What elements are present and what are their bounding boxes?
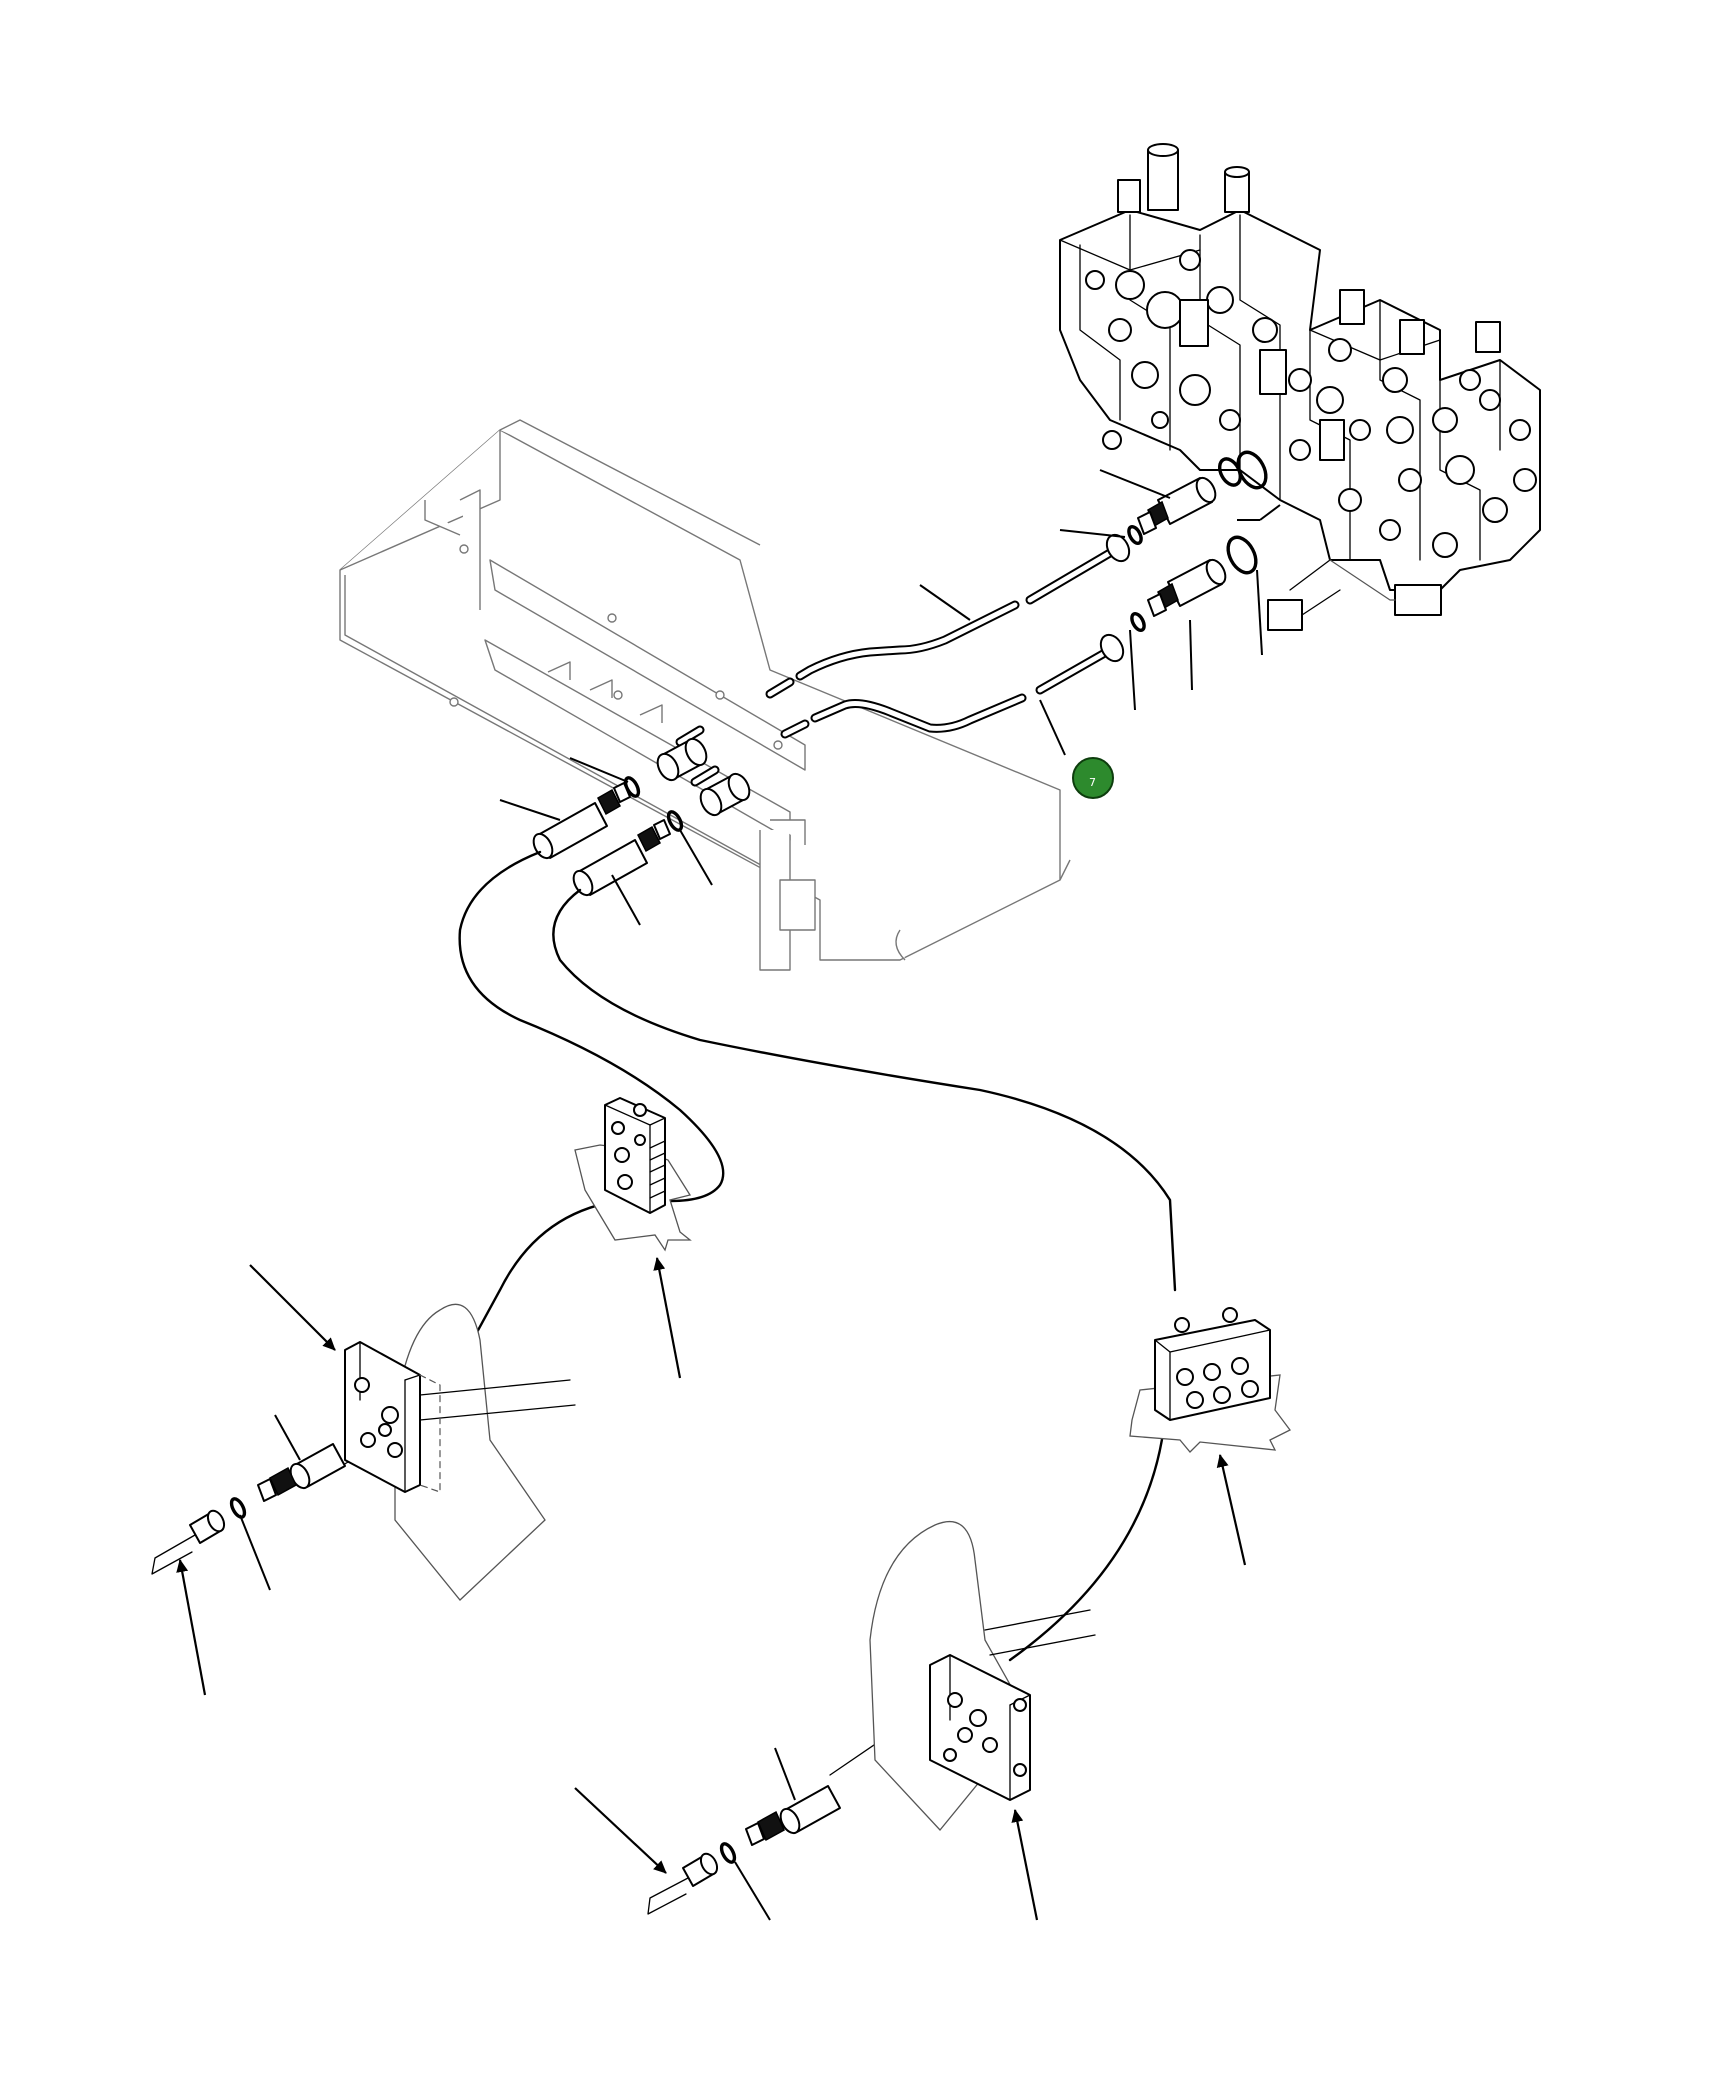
leader-arrow-icon <box>176 1559 207 1696</box>
upper-fittings-group <box>1127 450 1268 632</box>
hose-clamp-icon <box>574 1097 692 1252</box>
callout-circle[interactable] <box>1072 757 1114 799</box>
hoses-group <box>334 850 1177 1776</box>
leader-arrows <box>176 1257 1247 1921</box>
hydraulic-fitting-icon <box>572 819 671 897</box>
leader-arrow-icon <box>574 1787 667 1874</box>
leader-arrow-icon <box>653 1257 682 1379</box>
tubes-group <box>675 533 1131 787</box>
callout-badge[interactable]: 7 <box>1072 757 1114 799</box>
control-valve-block-icon <box>1059 143 1541 631</box>
bottom-plate-assembly <box>647 1520 1096 1915</box>
o-ring-icon <box>1127 525 1143 545</box>
hydraulic-fitting-icon <box>257 1443 346 1502</box>
hydraulic-fitting-icon <box>745 1785 841 1846</box>
leader-arrow-icon <box>1011 1809 1039 1921</box>
callout-label: 7 <box>1089 776 1096 789</box>
o-ring-icon <box>719 1842 737 1864</box>
hose-clamp-icon <box>1129 1307 1291 1453</box>
middle-couplings-group <box>532 737 751 897</box>
o-ring-icon <box>1226 535 1258 575</box>
left-plate-assembly <box>151 1303 576 1601</box>
leader-arrow-icon <box>1216 1454 1247 1566</box>
leader-arrow-icon <box>249 1264 336 1351</box>
o-ring-icon <box>666 810 684 832</box>
leader-lines <box>239 469 1281 1921</box>
chassis-frame <box>339 419 1071 971</box>
hydraulic-fitting-icon <box>1137 476 1217 535</box>
mounting-plate-icon <box>344 1341 441 1493</box>
o-ring-icon <box>229 1497 247 1519</box>
hydraulic-fitting-icon <box>1147 558 1227 617</box>
o-ring-icon <box>1236 450 1268 490</box>
mounting-plate-icon <box>929 1654 1031 1801</box>
o-ring-icon <box>1130 612 1146 632</box>
hydraulic-fitting-icon <box>532 782 631 860</box>
